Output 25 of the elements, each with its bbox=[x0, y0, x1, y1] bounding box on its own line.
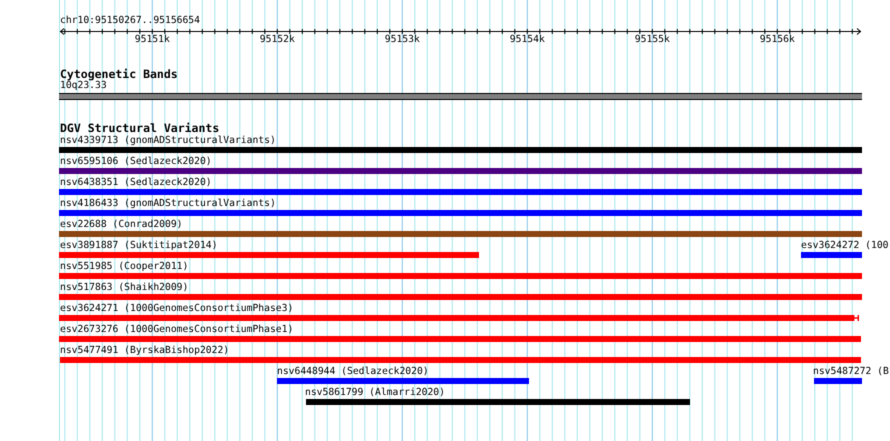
feature-label: esv2673276 (1000GenomesConsortiumPhase1) bbox=[60, 324, 294, 334]
feature-label: esv22688 (Conrad2009) bbox=[60, 220, 182, 230]
tick-label: 95154k bbox=[510, 35, 545, 45]
tick-label: 95151k bbox=[134, 35, 170, 45]
feature-label: nsv6448944 (Sedlazeck2020) bbox=[277, 366, 429, 376]
feature-label: nsv517863 (Shaikh2009) bbox=[60, 282, 188, 292]
feature-label: nsv6438351 (Sedlazeck2020) bbox=[60, 178, 212, 188]
track-heading: Cytogenetic Bands bbox=[60, 68, 178, 80]
location-label: chr10:95150267..95156654 bbox=[60, 16, 200, 26]
feature-label: nsv6595106 (Sedlazeck2020) bbox=[60, 156, 212, 166]
feature-label: nsv5487272 (B bbox=[813, 366, 889, 376]
feature-label: esv3624272 (100 bbox=[801, 240, 888, 250]
track-heading: DGV Structural Variants bbox=[60, 122, 220, 134]
tick-label: 95153k bbox=[384, 35, 420, 45]
feature-label: nsv551985 (Cooper2011) bbox=[60, 262, 188, 272]
tick-label: 95156k bbox=[760, 35, 795, 45]
feature-label: esv3891887 (Suktitipat2014) bbox=[60, 240, 218, 250]
feature-label: nsv4339713 (gnomADStructuralVariants) bbox=[60, 136, 276, 146]
tick-label: 95155k bbox=[634, 35, 670, 45]
feature-label: esv3624271 (1000GenomesConsortiumPhase3) bbox=[60, 304, 294, 314]
feature-label: nsv5861799 (Almarri2020) bbox=[305, 388, 445, 398]
tick-label: 95152k bbox=[260, 35, 295, 45]
feature-label: nsv4186433 (gnomADStructuralVariants) bbox=[60, 198, 276, 208]
band-label: 10q23.33 bbox=[60, 81, 107, 91]
feature-label: nsv5477491 (ByrskaBishop2022) bbox=[60, 346, 230, 356]
